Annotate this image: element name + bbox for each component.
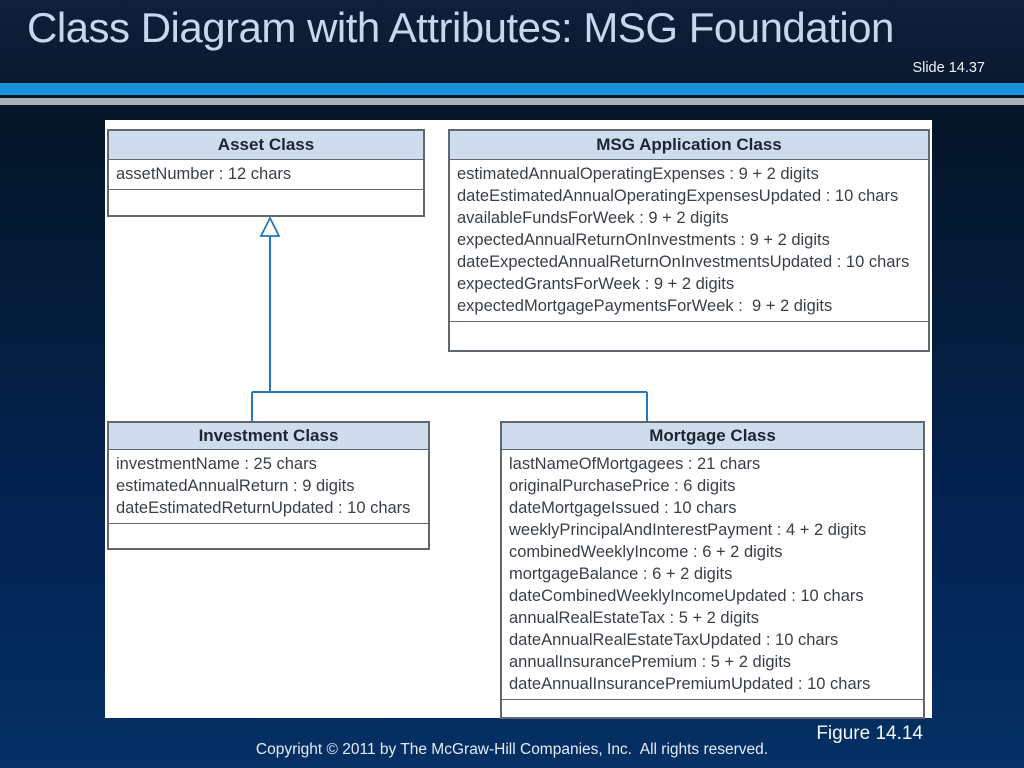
class-name-mortgage: Mortgage Class	[502, 423, 923, 450]
class-box-mortgage: Mortgage Class lastNameOfMortgagees : 21…	[500, 421, 925, 719]
class-box-msg-application: MSG Application Class estimatedAnnualOpe…	[448, 129, 930, 352]
attribute-line: lastNameOfMortgagees : 21 chars	[509, 455, 761, 473]
attribute-line: dateMortgageIssued : 10 chars	[509, 499, 737, 517]
attribute-line: weeklyPrincipalAndInterestPayment : 4 + …	[509, 521, 867, 539]
attributes-compartment-asset: assetNumber : 12 chars	[109, 160, 423, 190]
attribute-line: annualInsurancePremium : 5 + 2 digits	[509, 653, 792, 671]
class-name-msg-application: MSG Application Class	[450, 131, 928, 160]
attributes-compartment-mortgage: lastNameOfMortgagees : 21 chars originalP…	[502, 450, 923, 700]
attribute-line: estimatedAnnualReturn : 9 digits	[116, 477, 355, 495]
accent-bar-silver	[0, 98, 1024, 105]
attribute-line: availableFundsForWeek : 9 + 2 digits	[457, 209, 729, 227]
attributes-compartment-investment: investmentName : 25 chars estimatedAnnual…	[109, 450, 428, 524]
attribute-line: expectedMortgagePaymentsForWeek : 9 + 2 …	[457, 297, 833, 315]
class-name-asset: Asset Class	[109, 131, 423, 160]
attribute-line: estimatedAnnualOperatingExpenses : 9 + 2…	[457, 165, 819, 183]
class-box-investment: Investment Class investmentName : 25 cha…	[107, 421, 430, 550]
slide-title: Class Diagram with Attributes: MSG Found…	[27, 4, 894, 51]
class-name-investment: Investment Class	[109, 423, 428, 450]
attribute-line: annualRealEstateTax : 5 + 2 digits	[509, 609, 759, 627]
empty-compartment-investment	[109, 524, 428, 548]
attribute-line: dateEstimatedReturnUpdated : 10 chars	[116, 499, 411, 517]
attribute-line: dateCombinedWeeklyIncomeUpdated : 10 cha…	[509, 587, 864, 605]
attribute-line: combinedWeeklyIncome : 6 + 2 digits	[509, 543, 783, 561]
empty-compartment-asset	[109, 190, 423, 215]
attribute-line: expectedAnnualReturnOnInvestments : 9 + …	[457, 231, 830, 249]
class-box-asset: Asset Class assetNumber : 12 chars	[107, 129, 425, 217]
attribute-line: dateEstimatedAnnualOperatingExpensesUpda…	[457, 187, 899, 205]
attribute-line: investmentName : 25 chars	[116, 455, 317, 473]
attribute-line: dateAnnualInsurancePremiumUpdated : 10 c…	[509, 675, 871, 693]
figure-label: Figure 14.14	[816, 723, 923, 744]
empty-compartment-mortgage	[502, 700, 923, 717]
accent-bar-gap	[0, 95, 1024, 98]
attribute-line: dateExpectedAnnualReturnOnInvestmentsUpd…	[457, 253, 910, 271]
attribute-line: originalPurchasePrice : 6 digits	[509, 477, 736, 495]
slide-number: Slide 14.37	[912, 60, 985, 76]
attribute-line: assetNumber : 12 chars	[116, 165, 292, 183]
attribute-line: dateAnnualRealEstateTaxUpdated : 10 char…	[509, 631, 839, 649]
copyright-line: Copyright © 2011 by The McGraw-Hill Comp…	[255, 741, 769, 758]
accent-bar-blue	[0, 83, 1024, 95]
attributes-compartment-msg-application: estimatedAnnualOperatingExpenses : 9 + 2…	[450, 160, 928, 322]
attribute-line: mortgageBalance : 6 + 2 digits	[509, 565, 733, 583]
attribute-line: expectedGrantsForWeek : 9 + 2 digits	[457, 275, 735, 293]
empty-compartment-msg-application	[450, 322, 928, 350]
